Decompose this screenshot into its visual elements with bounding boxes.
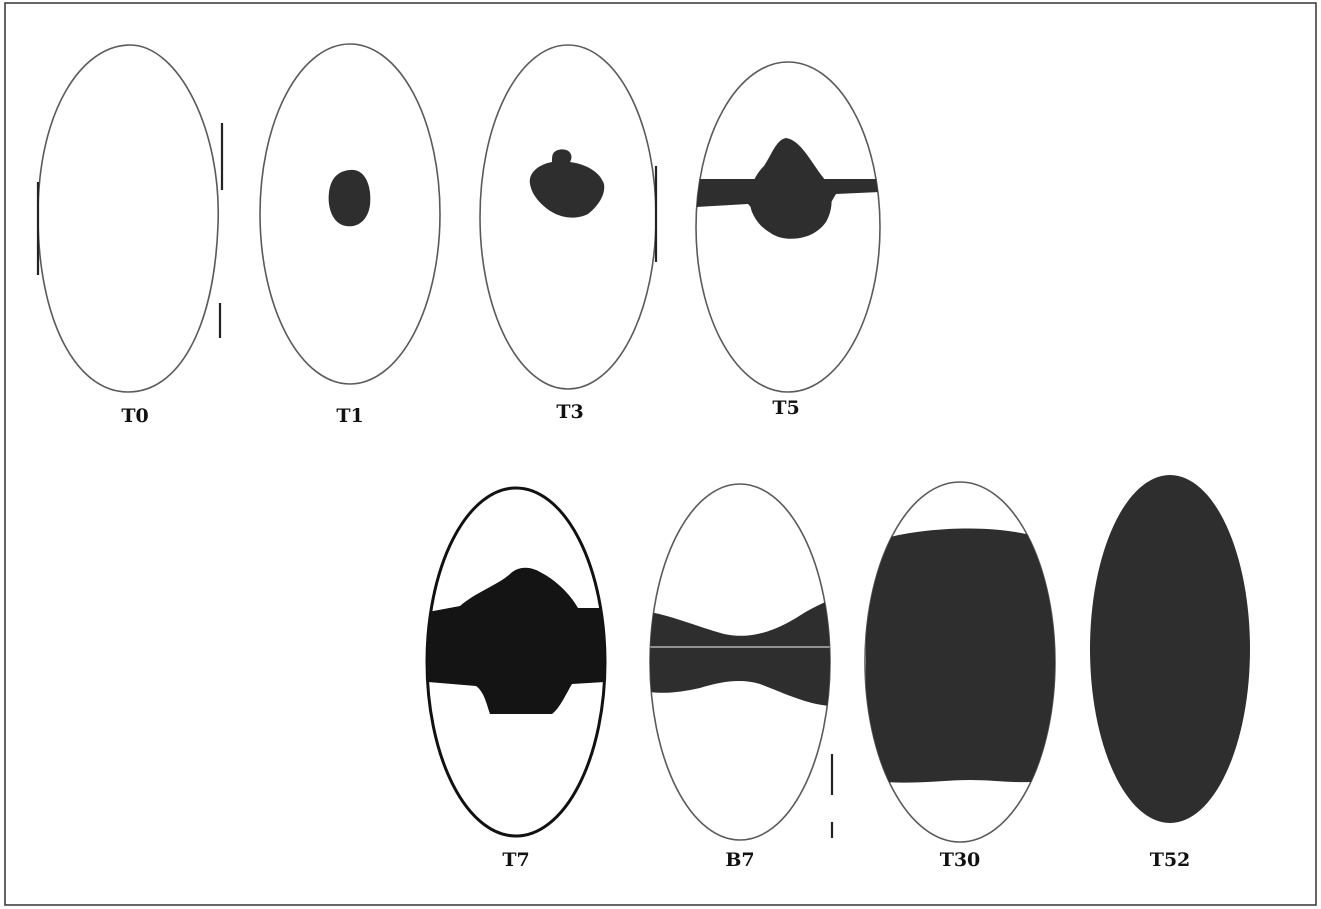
stain-spot-t1 [329,170,371,226]
panel-t52: T52 [1090,475,1250,871]
panel-t7: T7 [427,488,606,871]
panel-label-t52: T52 [1150,849,1191,871]
stain-band-t7 [428,568,606,714]
panel-t0: T0 [38,45,222,427]
embryo-outline-t0 [38,45,218,392]
panel-label-t3: T3 [556,401,583,423]
embryo-fill-t52 [1090,475,1250,823]
panel-label-t7: T7 [502,849,529,871]
panel-b7: B7 [650,484,832,871]
stain-center-t5 [750,138,832,238]
stain-blob-t3 [530,149,604,217]
panel-label-t1: T1 [336,405,363,427]
panel-t1: T1 [260,44,440,427]
panel-t30: T30 [865,482,1056,871]
panel-label-t30: T30 [940,849,981,871]
panel-label-t0: T0 [121,405,148,427]
panel-t3: T3 [480,45,656,423]
stain-region-t30 [866,529,1056,783]
panel-t5: T5 [696,62,880,419]
panel-label-t5: T5 [772,397,799,419]
panel-label-b7: B7 [725,849,754,871]
stain-band-b7 [650,600,830,706]
